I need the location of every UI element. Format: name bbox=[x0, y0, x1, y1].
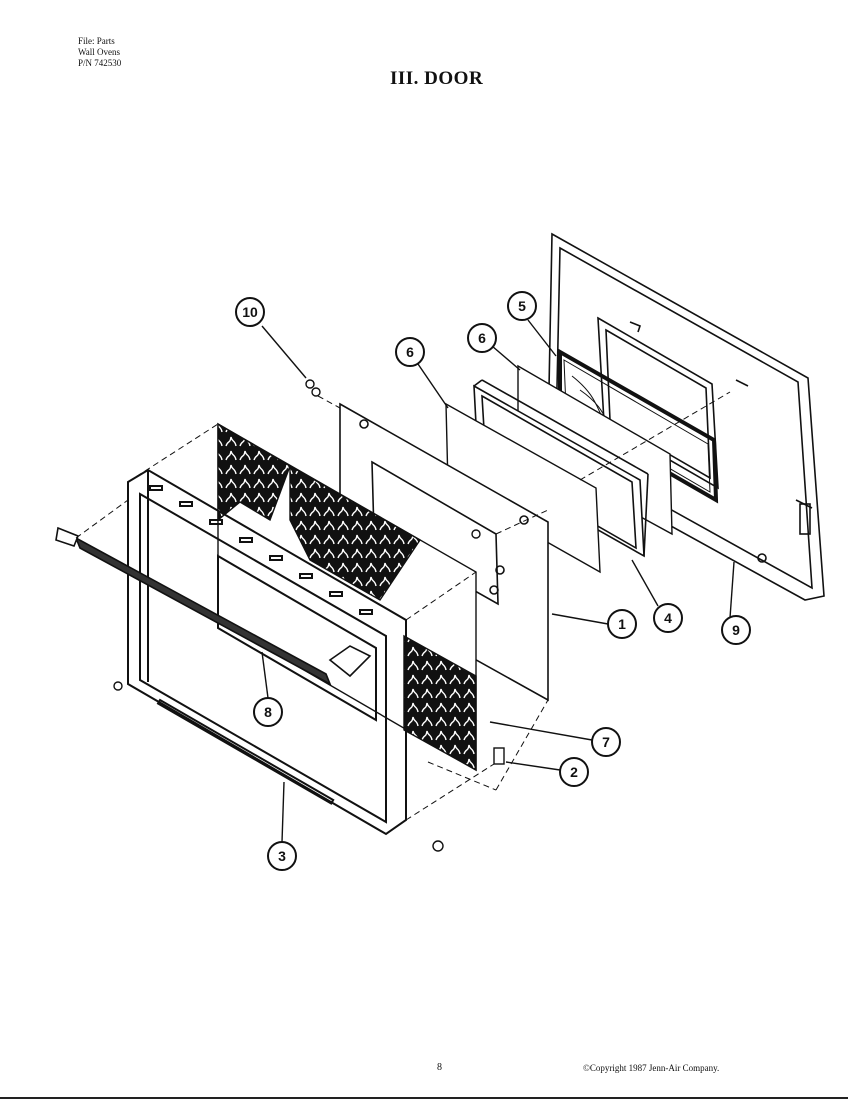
copyright-notice: ©Copyright 1987 Jenn-Air Company. bbox=[583, 1063, 720, 1073]
callouts: 10 6 6 5 1 4 9 7 bbox=[235, 291, 751, 871]
callout-9: 9 bbox=[721, 615, 751, 645]
callout-1: 1 bbox=[607, 609, 637, 639]
svg-text:8: 8 bbox=[264, 704, 272, 720]
callout-2: 2 bbox=[559, 757, 589, 787]
svg-text:1: 1 bbox=[618, 616, 626, 632]
middle-glass-pane bbox=[445, 402, 601, 574]
callout-5: 5 bbox=[507, 291, 537, 321]
svg-text:2: 2 bbox=[570, 764, 578, 780]
svg-text:4: 4 bbox=[664, 610, 672, 626]
decorative-glass bbox=[217, 422, 505, 772]
svg-text:5: 5 bbox=[518, 298, 526, 314]
callout-7: 7 bbox=[591, 727, 621, 757]
page-number: 8 bbox=[437, 1062, 442, 1073]
svg-text:10: 10 bbox=[242, 304, 258, 320]
page-title: III. DOOR bbox=[390, 68, 484, 89]
door-handle bbox=[55, 526, 372, 686]
category-line: Wall Ovens bbox=[78, 47, 121, 57]
svg-text:6: 6 bbox=[478, 330, 486, 346]
callout-8: 8 bbox=[253, 697, 283, 727]
svg-text:7: 7 bbox=[602, 734, 610, 750]
file-line: File: Parts bbox=[78, 36, 115, 46]
svg-text:9: 9 bbox=[732, 622, 740, 638]
part-number-line: P/N 742530 bbox=[78, 58, 122, 68]
callout-4: 4 bbox=[653, 603, 683, 633]
callout-3: 3 bbox=[267, 841, 297, 871]
bottom-rule bbox=[0, 1097, 848, 1099]
assembly-lines bbox=[75, 391, 731, 821]
svg-text:3: 3 bbox=[278, 848, 286, 864]
screws bbox=[113, 379, 481, 852]
callout-10: 10 bbox=[235, 297, 265, 327]
svg-text:6: 6 bbox=[406, 344, 414, 360]
leader-lines bbox=[261, 319, 735, 843]
callout-6-outer: 6 bbox=[395, 337, 425, 367]
header-meta: File: Parts Wall Ovens P/N 742530 bbox=[78, 36, 121, 69]
callout-6-inner: 6 bbox=[467, 323, 497, 353]
